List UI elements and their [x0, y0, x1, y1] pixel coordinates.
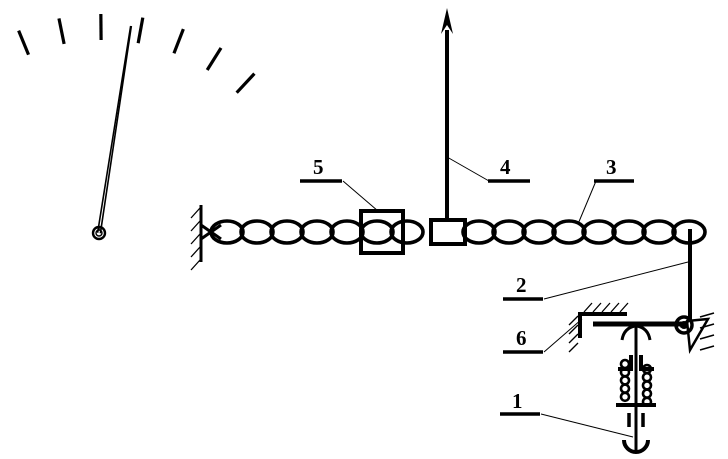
chain-link-6: [359, 219, 395, 245]
callout-labels: 1 2 3 4 5 6: [300, 155, 689, 438]
gauge-tick-9: [205, 47, 223, 71]
pivot-ground-hatch-2: [699, 323, 715, 329]
solenoid-plunger-hook: [622, 439, 650, 454]
coil-ring-right-2: [641, 371, 653, 383]
bracket-outline: [578, 312, 627, 338]
coil-ring-left-4: [619, 383, 631, 394]
bracket-hatch-side-1: [568, 315, 579, 326]
callout-label-6: 6: [516, 326, 527, 350]
chain-link-11: [551, 219, 587, 245]
coil-ring-right-4: [641, 388, 653, 399]
gauge-tick-5: [57, 18, 66, 45]
chain-link-5: [329, 219, 365, 245]
pivot-ground-triangle: [685, 317, 711, 354]
wall-hatch-1: [190, 207, 201, 219]
wall-hatch-2: [190, 220, 201, 232]
bracket-hatch-top-4: [610, 302, 620, 313]
rotary-pivot: [674, 312, 715, 354]
bracket-hatch-side-2: [568, 324, 579, 335]
chain-link-12: [581, 219, 617, 245]
callout-label-3: 3: [606, 155, 617, 179]
bracket-hatch-top-2: [592, 302, 602, 313]
chain-link-1: [209, 219, 245, 245]
gauge-tick-4: [17, 30, 31, 56]
chain-link-14: [641, 219, 677, 245]
gauge-tick-7: [136, 17, 145, 44]
bracket-hatch-top-1: [583, 302, 593, 313]
callout-leader-2: [543, 261, 689, 300]
chain-link-9: [491, 219, 527, 245]
bracket-hatch-top-3: [601, 302, 611, 313]
gauge-pivot-hub: [91, 225, 107, 241]
callout-1[interactable]: 1: [500, 389, 634, 438]
callout-6[interactable]: 6: [503, 318, 583, 354]
pivot-ground-hatch-1: [699, 312, 715, 318]
solenoid-top-arc-left: [620, 324, 636, 341]
chain-carrier-block: [429, 218, 467, 246]
pivot-ground-hatch-3: [699, 334, 715, 340]
solenoid-coil: [616, 324, 656, 454]
wall-hatch-5: [190, 259, 201, 271]
bracket-hatch-side: [568, 315, 579, 353]
callout-label-4: 4: [500, 155, 511, 179]
bracket-hatch-side-4: [568, 342, 579, 353]
callout-leader-1: [540, 413, 634, 438]
dial-gauge: [17, 13, 256, 241]
coil-ring-left-3: [619, 375, 631, 386]
chain-link-8: [461, 219, 497, 245]
bracket-hatch-top-5: [619, 302, 629, 313]
callout-3[interactable]: 3: [577, 155, 634, 225]
callout-label-1: 1: [512, 389, 523, 413]
chain-link-13: [611, 219, 647, 245]
callout-2[interactable]: 2: [503, 261, 689, 301]
solenoid-top-arc-right: [636, 324, 652, 341]
pivot-ring: [674, 315, 694, 335]
wall-hatch-marks: [190, 207, 201, 271]
bracket-hatch-side-3: [568, 333, 579, 344]
needle-edge-left: [99, 25, 133, 234]
coil-ring-left-5: [619, 391, 631, 403]
gauge-needle: [96, 25, 133, 234]
callout-leader-3: [577, 180, 597, 225]
gauge-tick-8: [172, 28, 185, 54]
pivot-elbow-connector: [679, 315, 692, 328]
chain-link-7: [389, 219, 425, 245]
highlighted-link-box: [359, 209, 405, 255]
arrow-head: [441, 8, 453, 34]
chain-link-2: [239, 219, 275, 245]
callout-leader-4: [446, 156, 490, 182]
callout-leader-5: [342, 180, 379, 212]
chain-link-3: [269, 219, 305, 245]
callout-label-5: 5: [313, 155, 324, 179]
output-arrow: [441, 8, 453, 220]
chain-anchor-stub-b: [200, 223, 222, 241]
needle-edge-right: [96, 25, 132, 233]
pivot-ground-hatch: [699, 312, 715, 351]
coil-ring-left-1: [619, 358, 631, 370]
pivot-ground-hatch-4: [699, 345, 715, 351]
chain-link-4: [299, 219, 335, 245]
fixed-support-bracket: [568, 302, 629, 353]
callout-5[interactable]: 5: [300, 155, 379, 212]
callout-4[interactable]: 4: [446, 155, 530, 183]
chain-link-10: [521, 219, 557, 245]
callout-leader-6: [543, 318, 583, 353]
solenoid-core-right: [639, 355, 654, 371]
coil-ring-left-2: [619, 366, 631, 378]
wall-hatch-3: [190, 233, 201, 245]
callout-label-2: 2: [516, 273, 527, 297]
coil-ring-right-3: [641, 380, 653, 391]
solenoid-winding-rings: [619, 358, 653, 408]
wall-hatch-4: [190, 246, 201, 258]
bracket-hatch-top: [583, 302, 629, 313]
gauge-tick-10: [235, 72, 256, 94]
chain-spring: [200, 219, 707, 245]
chain-wall-anchor: [190, 205, 203, 271]
gauge-tick-marks: [17, 13, 256, 94]
